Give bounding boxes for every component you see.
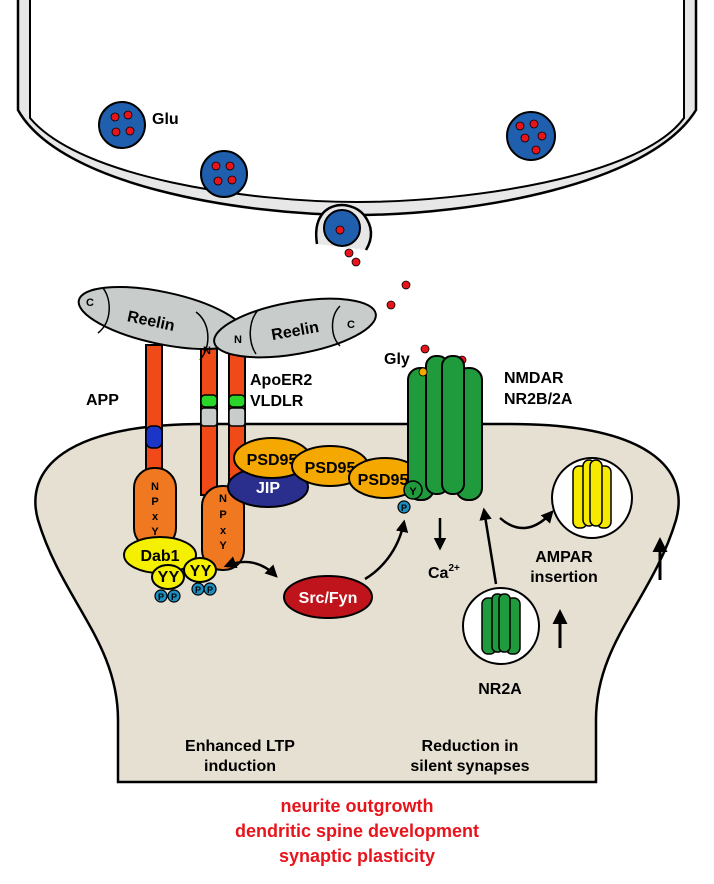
npxy-y: Y [219, 540, 227, 552]
ampar-vesicle [551, 457, 633, 539]
reelin-c-terminus-left: C [86, 297, 94, 309]
phospho-label: P [195, 585, 201, 595]
npxy-p: P [219, 509, 226, 521]
dab1-src-arrow [223, 556, 278, 578]
glu-label: Glu [152, 111, 179, 128]
dab1: Dab1 Y Y Y Y P P P P [123, 536, 217, 603]
ampar-insertion-arrow [499, 510, 554, 530]
silent-synapse-label-line2: silent synapses [410, 758, 529, 775]
psd95-complex: JIP PSD95 PSD95 PSD95 [227, 437, 422, 508]
reelin-left: C Reelin N [77, 286, 247, 361]
apoer2-receptor [200, 344, 218, 496]
gly-label: Gly [384, 351, 410, 368]
vesicle [200, 150, 248, 198]
vldlr-label: VLDLR [250, 393, 304, 410]
reelin-n-terminus-left: N [203, 345, 211, 357]
tyrosine-label: Y [158, 569, 169, 586]
phospho-label: P [207, 585, 213, 595]
synaptic-vesicles: Glu [98, 101, 556, 198]
dab1-label: Dab1 [140, 548, 179, 565]
nr2a-label: NR2A [478, 681, 522, 698]
outcome-item: dendritic spine development [235, 821, 479, 841]
npxy-y: Y [151, 526, 159, 538]
jip-label: JIP [256, 480, 280, 497]
src-fyn: Src/Fyn [283, 575, 373, 619]
npxy-p: P [151, 496, 158, 508]
ampar-insertion-label: insertion [530, 569, 598, 586]
app-label: APP [86, 392, 119, 409]
apoer2-label: ApoER2 [250, 372, 312, 389]
reelin-right: N Reelin C [213, 297, 377, 359]
tyrosine-label: Y [169, 569, 180, 586]
npxy-n: N [219, 493, 227, 505]
reelin-c-terminus-right: C [347, 319, 355, 331]
nr2a-vesicle [462, 587, 540, 665]
tyrosine-label: Y [409, 486, 417, 498]
phospho-label: P [171, 592, 177, 602]
calcium-label: Ca2+ [428, 563, 460, 582]
silent-synapse-label: Reduction in [422, 738, 519, 755]
npxy-x: x [152, 511, 159, 523]
psd95-label: PSD95 [305, 460, 356, 477]
app-receptor [145, 344, 163, 486]
phospho-label: P [401, 503, 407, 513]
vesicle [506, 111, 556, 161]
outcome-item: neurite outgrowth [281, 796, 434, 816]
npxy-n: N [151, 481, 159, 493]
npxy-x: x [220, 525, 227, 537]
outcomes-list: neurite outgrowth dendritic spine develo… [235, 796, 479, 866]
nr2a-insertion-arrow [479, 507, 498, 585]
fusing-vesicle [314, 203, 373, 262]
src-fyn-label: Src/Fyn [299, 590, 358, 607]
psd95-label: PSD95 [358, 472, 409, 489]
npxy-domain-app: N P x Y [133, 467, 177, 549]
nr2b-2a-label: NR2B/2A [504, 391, 573, 408]
outcome-item: synaptic plasticity [279, 846, 435, 866]
vesicle [98, 101, 146, 149]
psd95-label: PSD95 [247, 452, 298, 469]
tyrosine-label: Y [190, 563, 201, 580]
tyrosine-label: Y [201, 563, 212, 580]
enhanced-ltp-label-line2: induction [204, 758, 276, 775]
enhanced-ltp-label: Enhanced LTP [185, 738, 295, 755]
released-glutamate [335, 225, 467, 365]
calcium-influx: Ca2+ [428, 518, 460, 582]
nmdar-label: NMDAR [504, 370, 564, 387]
ampar-label: AMPAR [535, 549, 593, 566]
reelin-n-terminus-right: N [234, 334, 242, 346]
npxy-domain-apoer2: N P x Y [201, 485, 245, 571]
src-nmdar-arrow [364, 519, 409, 581]
nmdar: Y P [397, 355, 483, 514]
phospho-label: P [158, 592, 164, 602]
